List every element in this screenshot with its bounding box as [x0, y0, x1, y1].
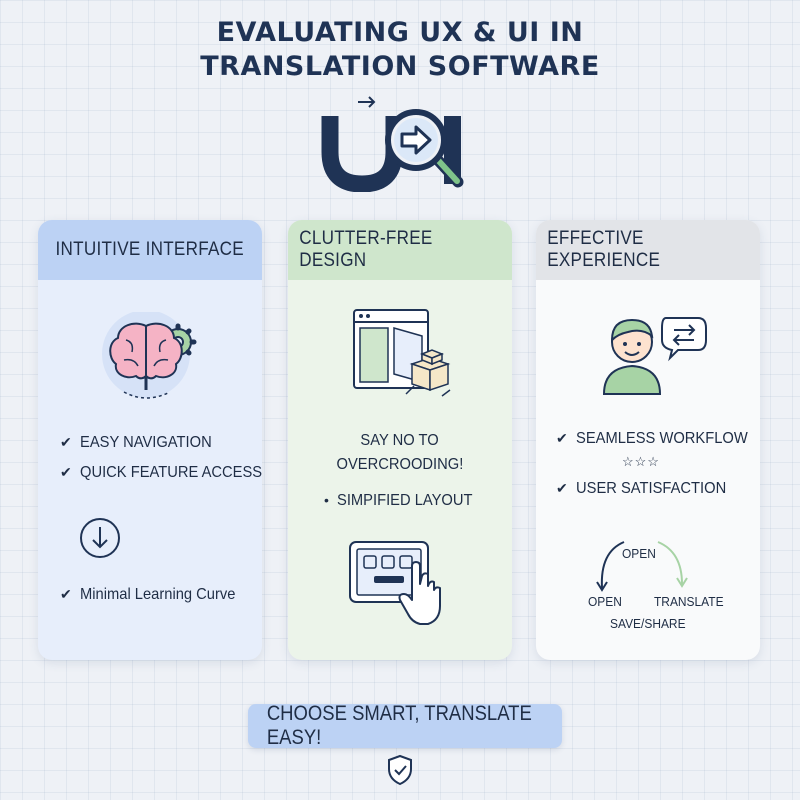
shield-check-icon	[388, 754, 412, 786]
cycle-arrows-icon	[596, 541, 688, 592]
cycle-step-save-share: SAVE/SHARE	[610, 616, 686, 631]
feature-quick-access: ✔QUICK FEATURE ACCESS	[60, 464, 262, 481]
download-circle-icon	[80, 518, 120, 558]
ui-magnifier-logo	[321, 96, 464, 192]
check-icon: ✔	[60, 434, 72, 450]
feature-learning-curve: ✔Minimal Learning Curve	[60, 586, 236, 603]
check-icon: ✔	[60, 586, 72, 602]
check-icon: ✔	[556, 430, 568, 446]
card-clutter-free-design: CLUTTER-FREE DESIGN SAY NO TO OVERCROODI…	[288, 220, 512, 660]
user-chat-icon	[602, 317, 707, 395]
card-heading: EFFECTIVE EXPERIENCE	[536, 220, 760, 280]
cycle-step-translate: TRANSLATE	[654, 594, 724, 609]
feature-seamless-workflow: ✔SEAMLESS WORKFLOW	[556, 430, 748, 447]
rating-stars: ☆☆☆	[622, 454, 660, 469]
note-line-1: SAY NO TO	[360, 432, 440, 449]
check-icon: ✔	[556, 480, 568, 496]
card-heading: INTUITIVE INTERFACE	[38, 220, 262, 280]
check-icon: ✔	[60, 464, 72, 480]
cycle-step-open-left: OPEN	[588, 594, 622, 609]
card-intuitive-interface: INTUITIVE INTERFACE ✔EASY NAVIGATION ✔QU…	[38, 220, 262, 660]
cta-banner[interactable]: CHOOSE SMART, TRANSLATE EASY!	[248, 702, 562, 749]
feature-easy-navigation: ✔EASY NAVIGATION	[60, 434, 212, 451]
brain-gear-icon	[102, 312, 197, 399]
page-title-line-2: TRANSLATION SOFTWARE	[200, 51, 600, 82]
card-effective-experience: EFFECTIVE EXPERIENCE ✔SEAMLESS WORKFLOW …	[536, 220, 760, 660]
bullet-icon: •	[324, 492, 329, 508]
note-line-2: OVERCROODING!	[336, 456, 464, 473]
feature-user-satisfaction: ✔USER SATISFACTION	[556, 480, 726, 497]
window-boxes-icon	[353, 309, 451, 397]
feature-simplified-layout: •SIMPIFIED LAYOUT	[324, 492, 473, 509]
card-heading: CLUTTER-FREE DESIGN	[288, 220, 512, 280]
cycle-step-open-top: OPEN	[622, 546, 656, 561]
tablet-touch-icon	[349, 541, 441, 625]
page-title-line-1: EVALUATING UX & UI IN	[216, 17, 584, 48]
